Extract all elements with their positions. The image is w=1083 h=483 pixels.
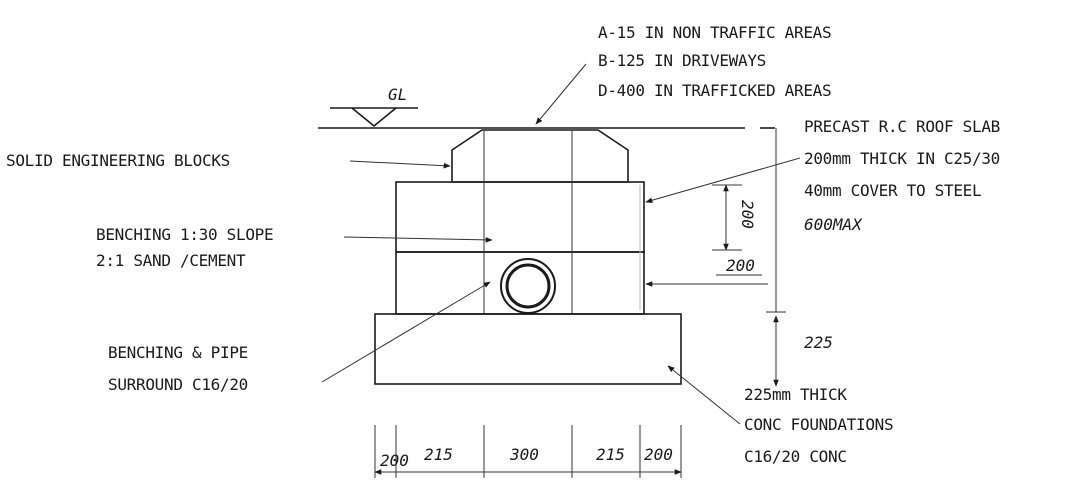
label-benching-pipe-1: BENCHING & PIPE — [108, 343, 248, 362]
bottom-dimension-5: 200 — [644, 445, 673, 464]
label-roof-slab-2: 200mm THICK IN C25/30 — [804, 149, 1000, 168]
label-roof-slab-1: PRECAST R.C ROOF SLAB — [804, 117, 1000, 136]
bottom-dimension-3: 300 — [509, 445, 539, 464]
label-roof-slab-4: 600MAX — [804, 215, 863, 234]
right-vertical-dimension — [766, 128, 786, 387]
label-engineering-blocks: SOLID ENGINEERING BLOCKS — [6, 151, 230, 170]
foundation-depth-value: 225 — [804, 333, 833, 352]
label-foundation-1: 225mm THICK — [744, 385, 847, 404]
label-benching-pipe-2: SURROUND C16/20 — [108, 375, 248, 394]
label-benching-slope-1: BENCHING 1:30 SLOPE — [96, 225, 273, 244]
bottom-dimension-1: 200 — [380, 451, 409, 470]
slab-height-dimension — [712, 184, 742, 251]
bottom-dimension-2: 215 — [424, 445, 453, 464]
label-benching-slope-2: 2:1 SAND /CEMENT — [96, 251, 246, 270]
engineering-blocks-frame — [451, 129, 629, 183]
leader-roof-slab — [645, 157, 801, 203]
cover-note-b125: B-125 IN DRIVEWAYS — [598, 51, 766, 70]
cover-note-a15: A-15 IN NON TRAFFIC AREAS — [598, 23, 831, 42]
wall-thickness-dimension — [645, 274, 768, 287]
concrete-foundation — [374, 313, 682, 385]
label-foundation-3: C16/20 CONC — [744, 447, 847, 466]
leader-benching-slope — [343, 236, 493, 243]
label-roof-slab-3: 40mm COVER TO STEEL — [804, 181, 981, 200]
label-foundation-2: CONC FOUNDATIONS — [744, 415, 893, 434]
ground-level-label: GL — [388, 85, 407, 104]
cover-notes-leader — [535, 63, 587, 125]
wall-thickness-value: 200 — [726, 256, 755, 275]
ground-level-marker: GL — [330, 85, 418, 128]
cover-note-d400: D-400 IN TRAFFICKED AREAS — [598, 81, 831, 100]
bottom-dimension-line — [374, 425, 682, 478]
leader-foundation — [667, 365, 741, 425]
leader-engineering-blocks — [349, 160, 451, 169]
slab-height-value: 200 — [738, 200, 757, 229]
leader-benching-pipe — [321, 281, 491, 383]
bottom-dimension-4: 215 — [596, 445, 625, 464]
pipe-section — [500, 258, 556, 314]
